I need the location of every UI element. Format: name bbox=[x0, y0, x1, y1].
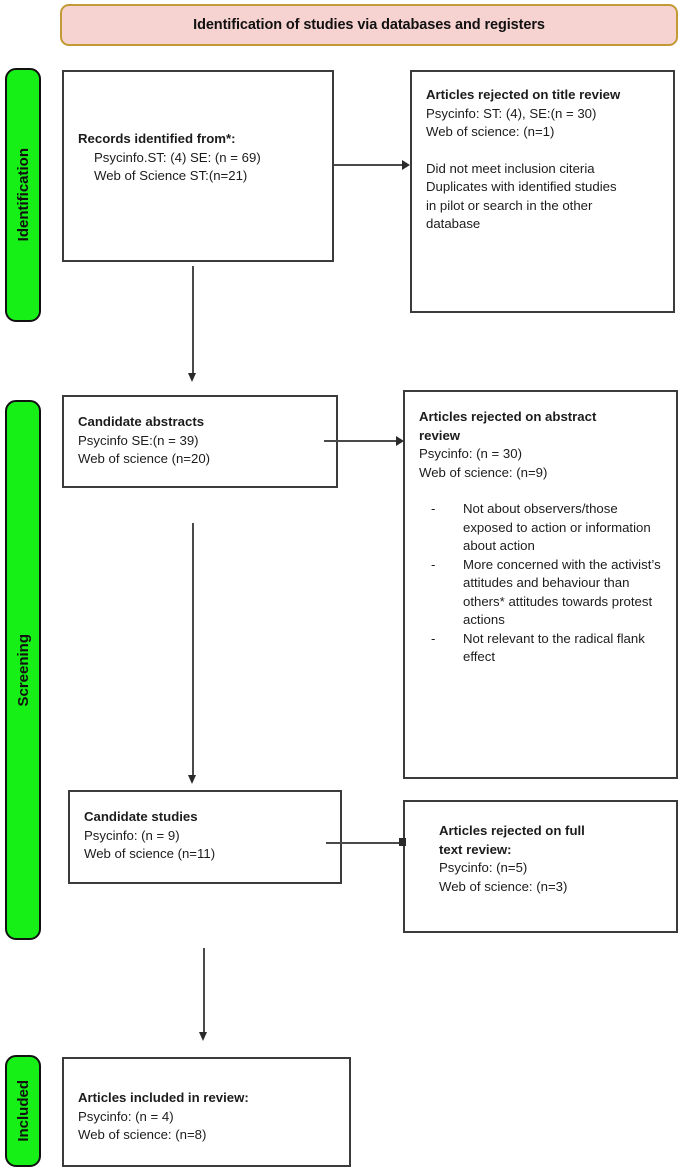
box-abstract-review-rejected: Articles rejected on abstract review Psy… bbox=[403, 390, 678, 779]
included-heading: Articles included in review: bbox=[78, 1090, 249, 1105]
stage-label-screening-text: Screening bbox=[14, 633, 32, 707]
box-articles-included: Articles included in review: Psycinfo: (… bbox=[62, 1057, 351, 1167]
title-reject-note-4: database bbox=[426, 216, 481, 231]
title-reject-note-2: Duplicates with identified studies bbox=[426, 179, 617, 194]
stage-label-identification: Identification bbox=[5, 68, 41, 322]
bullet-dash-icon: - bbox=[431, 501, 436, 516]
fulltext-reject-heading-1: Articles rejected on full bbox=[439, 823, 585, 838]
arrow-right-icon bbox=[396, 436, 404, 446]
box-candidate-studies: Candidate studies Psycinfo: (n = 9) Web … bbox=[68, 790, 342, 884]
box-records-identified: Records identified from*: Psycinfo.ST: (… bbox=[62, 70, 334, 262]
abstract-reject-reason-3: Not relevant to the radical flank effect bbox=[463, 630, 645, 665]
stage-label-included: Included bbox=[5, 1055, 41, 1167]
abstracts-line-2: Web of science (n=20) bbox=[78, 451, 211, 466]
connector-records-to-abstracts bbox=[192, 266, 194, 374]
fulltext-reject-line-2: Web of science: (n=3) bbox=[439, 878, 568, 894]
fulltext-reject-line-1: Psycinfo: (n=5) bbox=[439, 860, 528, 875]
records-line-1: Psycinfo.ST: (4) SE: (n = 69) bbox=[94, 149, 261, 165]
records-line-2: Web of Science ST:(n=21) bbox=[94, 168, 248, 183]
title-reject-heading: Articles rejected on title review bbox=[426, 87, 621, 102]
included-line-1: Psycinfo: (n = 4) bbox=[78, 1108, 174, 1124]
title-reject-spacer bbox=[426, 142, 663, 160]
studies-line-2: Web of science (n=11) bbox=[84, 846, 216, 861]
title-reject-line-1: Psycinfo: ST: (4), SE:(n = 30) bbox=[426, 105, 597, 121]
abstract-reject-spacer bbox=[419, 482, 666, 500]
abstract-reject-line-2: Web of science: (n=9) bbox=[419, 464, 548, 480]
stage-label-screening: Screening bbox=[5, 400, 41, 940]
box-candidate-abstracts: Candidate abstracts Psycinfo SE:(n = 39)… bbox=[62, 395, 338, 488]
abstract-reject-heading-1: Articles rejected on abstract bbox=[419, 409, 597, 424]
connector-studies-to-fulltext-reject bbox=[326, 842, 403, 844]
abstracts-heading: Candidate abstracts bbox=[78, 414, 205, 429]
connector-abstracts-to-abstract-reject bbox=[324, 440, 399, 442]
abstract-reject-reason-2: More concerned with the activist’s attit… bbox=[463, 556, 661, 628]
fulltext-reject-heading-2: text review: bbox=[439, 841, 512, 857]
studies-heading: Candidate studies bbox=[84, 809, 198, 824]
connector-studies-to-included bbox=[203, 948, 205, 1034]
studies-line-1: Psycinfo: (n = 9) bbox=[84, 827, 180, 843]
list-item: - More concerned with the activist’s att… bbox=[419, 556, 666, 630]
abstract-reject-reason-1: Not about observers/those exposed to act… bbox=[463, 501, 651, 553]
arrow-down-icon bbox=[188, 373, 196, 382]
arrow-right-icon bbox=[402, 160, 410, 170]
connector-records-to-title-reject bbox=[334, 164, 406, 166]
bullet-dash-icon: - bbox=[431, 556, 436, 572]
arrow-down-icon bbox=[188, 775, 196, 784]
stage-label-identification-text: Identification bbox=[14, 148, 32, 242]
records-heading: Records identified from*: bbox=[78, 131, 236, 146]
abstract-reject-heading-2: review bbox=[419, 427, 461, 443]
abstract-reject-line-1: Psycinfo: (n = 30) bbox=[419, 446, 522, 461]
list-item: - Not relevant to the radical flank effe… bbox=[419, 630, 666, 667]
connector-endpoint-icon bbox=[399, 838, 406, 846]
included-line-2: Web of science: (n=8) bbox=[78, 1127, 207, 1142]
title-reject-line-2: Web of science: (n=1) bbox=[426, 124, 555, 139]
list-item: - Not about observers/those exposed to a… bbox=[419, 500, 666, 556]
diagram-banner: Identification of studies via databases … bbox=[60, 4, 678, 46]
box-fulltext-review-rejected: Articles rejected on full text review: P… bbox=[403, 800, 678, 933]
arrow-down-icon bbox=[199, 1032, 207, 1041]
connector-abstracts-to-studies bbox=[192, 523, 194, 776]
abstracts-line-1: Psycinfo SE:(n = 39) bbox=[78, 432, 199, 448]
box-title-review-rejected: Articles rejected on title review Psycin… bbox=[410, 70, 675, 313]
bullet-dash-icon: - bbox=[431, 630, 436, 646]
banner-title: Identification of studies via databases … bbox=[193, 17, 545, 33]
title-reject-note-1: Did not meet inclusion citeria bbox=[426, 160, 595, 176]
stage-label-included-text: Included bbox=[14, 1080, 32, 1142]
abstract-reject-reason-list: - Not about observers/those exposed to a… bbox=[419, 500, 666, 667]
title-reject-note-3: in pilot or search in the other bbox=[426, 197, 593, 213]
